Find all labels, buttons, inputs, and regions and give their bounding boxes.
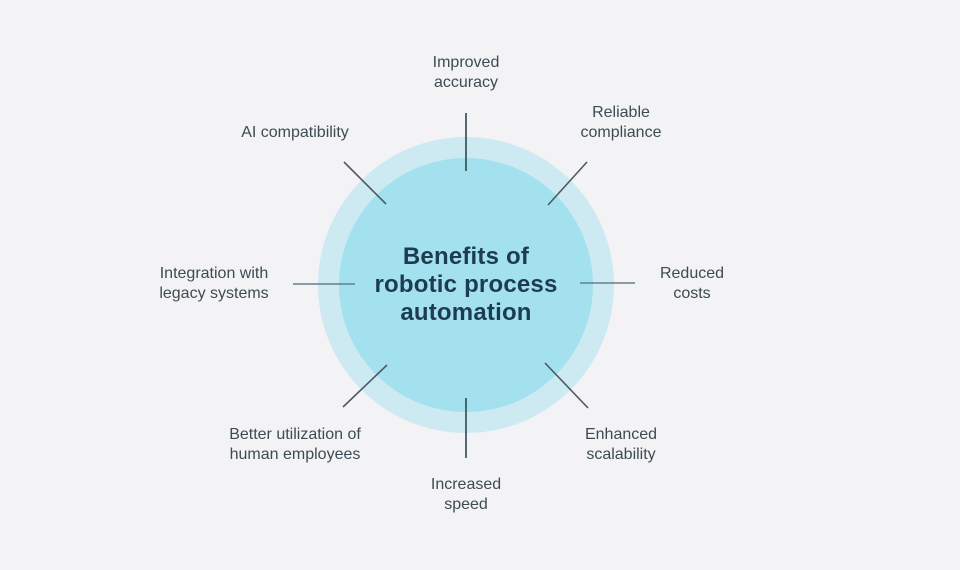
diagram-title-line: Benefits of [402,243,530,270]
benefit-label-improved-accuracy: Improved accuracy [432,54,500,91]
benefit-label-reliable-compliance: Reliable compliance [580,104,662,141]
diagram-title-line: robotic process [374,271,558,298]
connector-bottom-right [544,362,589,409]
benefit-label-increased-speed: Increased speed [430,476,502,513]
benefit-label-ai-compatibility: AI compatibility [241,124,349,141]
benefit-label-enhanced-scalability: Enhanced scalability [584,426,658,463]
diagram-title: Benefits of robotic process automation [374,243,557,327]
connector-top-left [343,161,387,205]
benefit-label-legacy-integration: Integration with legacy systems [159,265,269,302]
benefit-label-reduced-costs: Reduced costs [659,265,725,302]
diagram-title-line: automation [400,299,532,326]
connector-top-right [547,161,588,206]
benefit-label-better-utilization: Better utilization of human employees [229,426,361,463]
connector-bottom-left [342,364,388,408]
